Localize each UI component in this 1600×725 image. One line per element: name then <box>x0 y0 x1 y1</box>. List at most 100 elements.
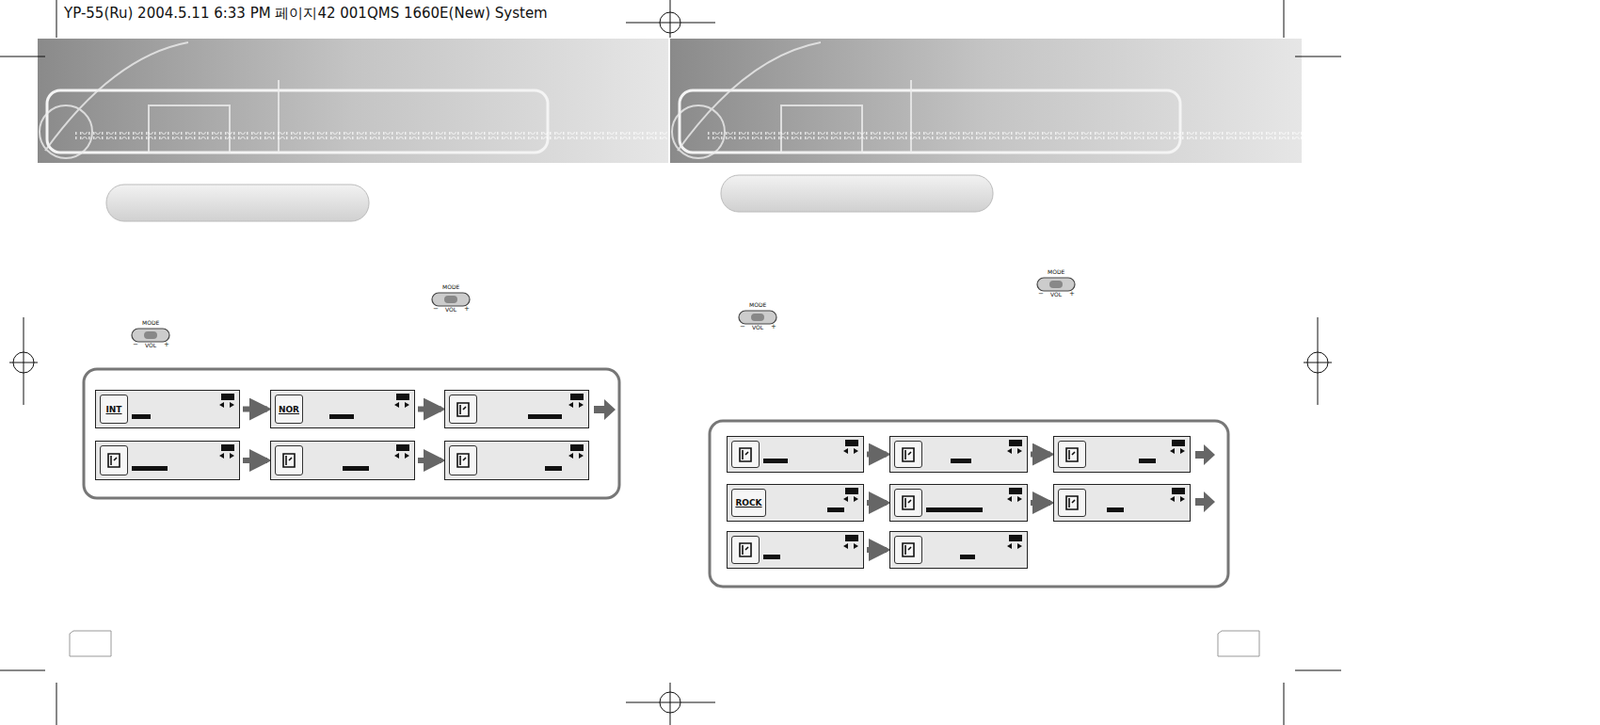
button-label: − <box>739 323 746 331</box>
nav-arrows <box>219 401 235 408</box>
button-label: − <box>432 305 439 313</box>
nav-arrows <box>394 401 410 408</box>
print-slug: YP-55(Ru) 2004.5.11 6:33 PM 페이지42 001QMS… <box>64 6 548 21</box>
display-bar <box>1106 507 1124 512</box>
icon-glyph <box>898 444 918 465</box>
lcd-screen <box>95 440 240 480</box>
battery-icon <box>1008 439 1023 447</box>
flow-arrow <box>1030 499 1051 506</box>
button-label: MODE <box>142 320 160 326</box>
mode-icon <box>1057 440 1087 468</box>
mode-icon <box>99 445 128 476</box>
display-bar <box>763 458 788 464</box>
nav-arrows <box>1169 448 1185 454</box>
mode-icon <box>274 445 304 476</box>
mode-icon <box>731 535 760 564</box>
button-label: MODE <box>1047 269 1065 275</box>
lcd-screen: NOR <box>270 389 416 429</box>
battery-icon <box>396 393 410 400</box>
icon-glyph <box>736 444 755 465</box>
display-bar <box>342 465 369 471</box>
lcd-screen <box>726 435 864 473</box>
icon-glyph <box>104 449 124 471</box>
battery-icon <box>1171 487 1185 495</box>
icon-label: NOR <box>278 404 300 415</box>
mode-icon <box>894 488 923 517</box>
flow-arrow <box>417 406 442 413</box>
display-bar <box>131 465 168 471</box>
button-label: VOL <box>144 342 157 349</box>
icon-glyph <box>736 539 755 560</box>
flow-arrow <box>866 546 887 553</box>
icon-label: ROCK <box>735 497 762 508</box>
lcd-screen <box>270 440 416 480</box>
icon-glyph <box>898 539 918 560</box>
lcd-screen <box>726 530 864 569</box>
lcd-screen: ROCK <box>726 483 864 522</box>
nav-arrows <box>394 452 410 459</box>
icon-glyph <box>1062 444 1082 465</box>
flow-arrow <box>866 451 887 458</box>
lcd-screen <box>444 440 590 480</box>
battery-icon <box>845 534 859 542</box>
nav-arrows <box>568 401 584 408</box>
button-label: VOL <box>445 306 457 313</box>
battery-icon <box>221 444 235 451</box>
button-label: − <box>1038 290 1044 298</box>
button-label: + <box>163 341 170 349</box>
nav-arrows <box>843 448 859 454</box>
nav-arrows <box>1007 496 1023 502</box>
nav-arrows <box>843 543 859 549</box>
mode-icon <box>731 440 760 468</box>
flow-arrow <box>417 457 442 464</box>
mode-icon <box>894 535 923 564</box>
button-label: − <box>132 341 139 349</box>
nav-arrows <box>219 452 235 459</box>
display-bar <box>1138 458 1156 464</box>
flow-arrow <box>242 406 268 413</box>
battery-icon <box>1008 534 1023 542</box>
button-label: + <box>464 305 470 313</box>
flow-arrow <box>866 499 887 506</box>
mode-icon: INT <box>99 394 128 424</box>
display-bar <box>950 458 972 464</box>
icon-glyph <box>279 449 299 471</box>
display-bar <box>827 507 845 512</box>
battery-icon <box>570 393 584 400</box>
icon-glyph <box>453 449 473 471</box>
nav-arrows <box>1169 496 1185 502</box>
lcd-screen: INT <box>95 389 240 429</box>
display-bar <box>763 554 781 560</box>
display-bar <box>131 414 151 419</box>
nav-arrows <box>1007 543 1023 549</box>
icon-glyph <box>898 492 918 513</box>
icon-glyph <box>453 399 473 420</box>
battery-icon <box>845 487 859 495</box>
button-label: + <box>1069 290 1075 298</box>
button-label: VOL <box>1050 291 1062 298</box>
display-bar <box>926 507 983 512</box>
battery-icon <box>1171 439 1185 447</box>
battery-icon <box>396 444 410 451</box>
battery-icon <box>1008 487 1023 495</box>
mode-icon: ROCK <box>731 488 767 517</box>
nav-arrows <box>568 452 584 459</box>
mode-icon: NOR <box>274 394 304 424</box>
mode-icon <box>448 394 478 424</box>
display-bar <box>960 554 976 560</box>
display-bar <box>544 465 562 471</box>
display-bar <box>528 414 562 419</box>
lcd-screen <box>1053 435 1191 473</box>
icon-glyph <box>1062 492 1082 513</box>
button-label: VOL <box>752 324 764 331</box>
lcd-screen <box>889 435 1028 473</box>
button-label: + <box>770 323 777 331</box>
flow-arrow <box>242 457 268 464</box>
nav-arrows <box>843 496 859 502</box>
lcd-screen <box>889 483 1028 522</box>
flow-arrow <box>1030 451 1051 458</box>
battery-icon <box>570 444 584 451</box>
button-label: MODE <box>749 302 767 308</box>
